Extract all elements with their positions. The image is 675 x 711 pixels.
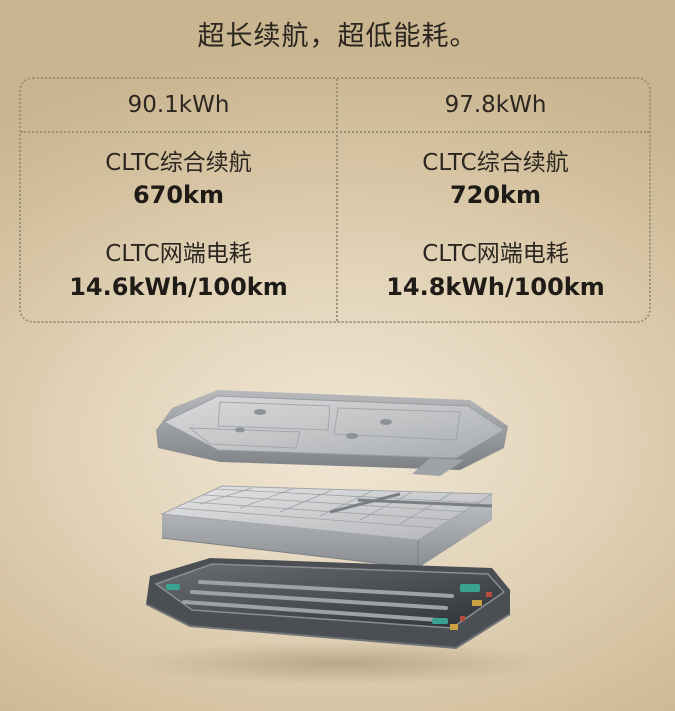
exploded-battery-pack-icon bbox=[130, 390, 550, 685]
range-value-right: 720km bbox=[449, 181, 542, 209]
spec-column-left: 90.1kWh CLTC综合续航 670km CLTC网端电耗 14.6kWh/… bbox=[21, 79, 336, 321]
battery-capacity-left: 90.1kWh bbox=[127, 92, 230, 118]
consumption-label-left: CLTC网端电耗 bbox=[105, 241, 252, 267]
consumption-label-right: CLTC网端电耗 bbox=[422, 241, 569, 267]
consumption-value-right: 14.8kWh/100km bbox=[386, 273, 605, 301]
battery-tray bbox=[145, 558, 511, 650]
range-label-left: CLTC综合续航 bbox=[105, 150, 252, 176]
column-divider bbox=[336, 79, 338, 321]
battery-lid bbox=[156, 390, 508, 476]
range-value-left: 670km bbox=[132, 181, 225, 209]
spec-column-right: 97.8kWh CLTC综合续航 720km CLTC网端电耗 14.8kWh/… bbox=[338, 79, 653, 321]
battery-shadow bbox=[130, 641, 550, 685]
consumption-value-left: 14.6kWh/100km bbox=[69, 273, 288, 301]
row-divider bbox=[21, 131, 649, 133]
page-title: 超长续航，超低能耗。 bbox=[197, 21, 478, 52]
spec-table: 90.1kWh CLTC综合续航 670km CLTC网端电耗 14.6kWh/… bbox=[19, 77, 651, 323]
battery-cell-module bbox=[160, 485, 494, 569]
battery-capacity-right: 97.8kWh bbox=[444, 92, 547, 118]
range-label-right: CLTC综合续航 bbox=[422, 150, 569, 176]
